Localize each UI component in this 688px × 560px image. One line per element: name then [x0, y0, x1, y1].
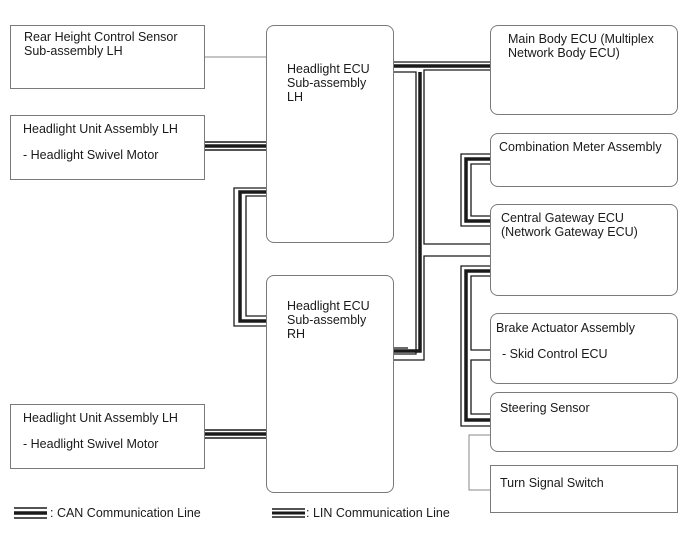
- lin-line-symbol: [272, 508, 305, 518]
- headlight-unit-lh-top-sub: - Headlight Swivel Motor: [23, 148, 159, 162]
- turn-signal-label: Turn Signal Switch: [500, 476, 604, 490]
- headlight-ecu-rh-box: Headlight ECU Sub-assembly RH: [266, 275, 394, 493]
- headlight-ecu-lh-box: Headlight ECU Sub-assembly LH: [266, 25, 394, 243]
- central-gateway-label: Central Gateway ECU (Network Gateway ECU…: [501, 211, 638, 239]
- turn-signal-line: [468, 434, 491, 491]
- combination-meter-box: Combination Meter Assembly: [490, 133, 678, 187]
- can-lower-loop: [460, 265, 491, 427]
- steering-sensor-label: Steering Sensor: [500, 401, 590, 415]
- headlight-unit-lh-top-box: Headlight Unit Assembly LH - Headlight S…: [10, 115, 205, 180]
- headlight-unit-lh-bottom-label: Headlight Unit Assembly LH: [23, 411, 178, 425]
- lin-line-top: [204, 141, 267, 151]
- legend-can-label: : CAN Communication Line: [50, 506, 201, 520]
- headlight-unit-lh-bottom-box: Headlight Unit Assembly LH - Headlight S…: [10, 404, 205, 469]
- legend-lin: : LIN Communication Line: [272, 505, 472, 525]
- legend-can: : CAN Communication Line: [14, 505, 234, 525]
- brake-actuator-label: Brake Actuator Assembly: [496, 321, 635, 335]
- can-line-symbol: [14, 507, 47, 519]
- headlight-ecu-lh-label: Headlight ECU Sub-assembly LH: [287, 62, 370, 104]
- rear-height-sensor-box: Rear Height Control Sensor Sub-assembly …: [10, 25, 205, 89]
- main-body-ecu-label: Main Body ECU (Multiplex Network Body EC…: [508, 32, 654, 60]
- headlight-ecu-rh-label: Headlight ECU Sub-assembly RH: [287, 299, 370, 341]
- central-gateway-box: Central Gateway ECU (Network Gateway ECU…: [490, 204, 678, 296]
- rear-height-sensor-label: Rear Height Control Sensor Sub-assembly …: [24, 30, 178, 58]
- headlight-unit-lh-top-label: Headlight Unit Assembly LH: [23, 122, 178, 136]
- brake-actuator-box: Brake Actuator Assembly - Skid Control E…: [490, 313, 678, 384]
- can-ecu-link-outline: [233, 187, 267, 327]
- headlight-unit-lh-bottom-sub: - Headlight Swivel Motor: [23, 437, 159, 451]
- brake-actuator-sub: - Skid Control ECU: [502, 347, 608, 361]
- legend-lin-label: : LIN Communication Line: [306, 506, 450, 520]
- can-ecu-link: [238, 190, 267, 323]
- steering-sensor-box: Steering Sensor: [490, 392, 678, 452]
- combination-meter-label: Combination Meter Assembly: [499, 140, 662, 154]
- can-meter-loop: [460, 153, 491, 227]
- main-body-ecu-box: Main Body ECU (Multiplex Network Body EC…: [490, 25, 678, 115]
- turn-signal-box: Turn Signal Switch: [490, 465, 678, 513]
- lin-line-bottom: [204, 429, 267, 439]
